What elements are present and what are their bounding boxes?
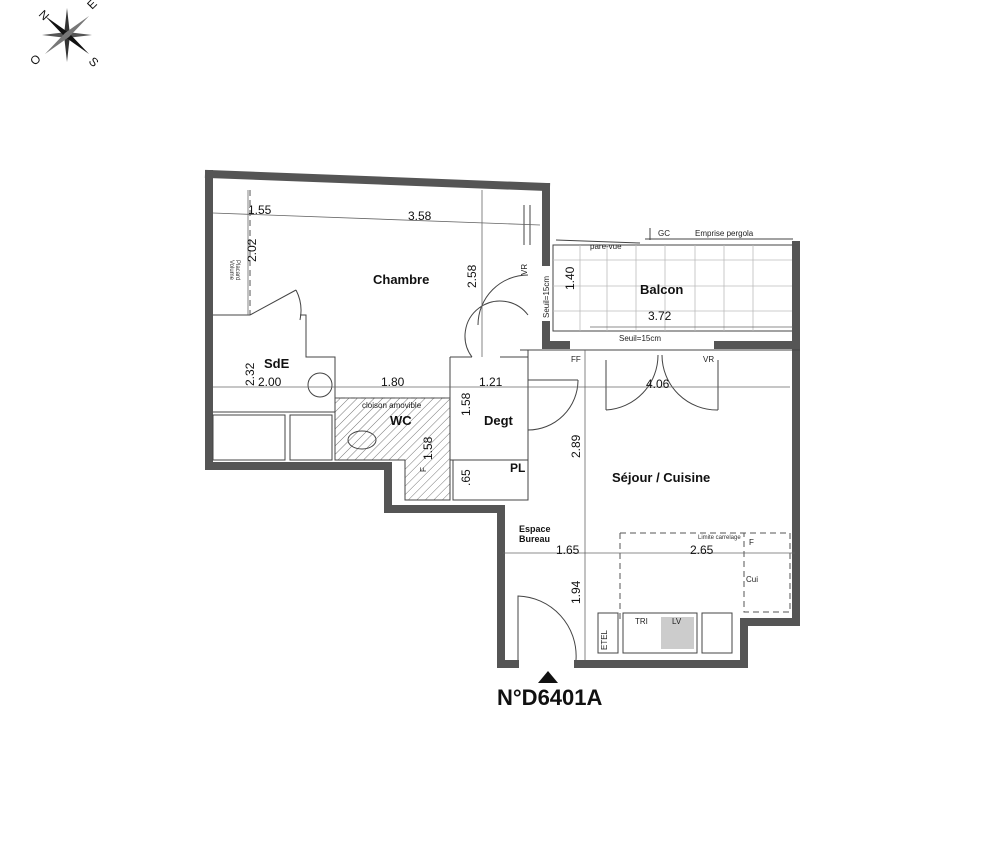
compass-o: O bbox=[27, 52, 44, 69]
lot-number: N°D6401A bbox=[497, 685, 603, 710]
dim-2-65: 2.65 bbox=[690, 543, 714, 557]
tri-label: TRI bbox=[635, 617, 648, 626]
etel-label: ETEL bbox=[600, 629, 609, 650]
espace-bureau-label-2: Bureau bbox=[519, 534, 550, 544]
entrance-arrow-icon bbox=[538, 671, 558, 683]
balcony-tiles bbox=[552, 228, 794, 332]
fridge-label: F bbox=[749, 538, 754, 547]
volume-placard-2: Placard bbox=[234, 260, 240, 280]
compass-s: S bbox=[86, 54, 102, 70]
dimension-lines bbox=[212, 190, 795, 660]
compass-rose-icon: N E O S bbox=[27, 0, 101, 70]
seuil-balcon: Seuil=15cm bbox=[619, 334, 661, 343]
emprise-pergola: Emprise pergola bbox=[695, 229, 754, 238]
dim-1-65: 1.65 bbox=[556, 543, 580, 557]
dim-1-40: 1.40 bbox=[563, 266, 577, 290]
seuil-chambre: Seuil=15cm bbox=[542, 276, 551, 318]
room-pl: PL bbox=[510, 461, 525, 475]
dim-2-58: 2.58 bbox=[465, 264, 479, 288]
vr-sejour: VR bbox=[703, 355, 714, 364]
volume-placard-1: Volume bbox=[228, 260, 234, 281]
vr-chambre: VR bbox=[520, 264, 529, 275]
espace-bureau-label-1: Espace bbox=[519, 524, 551, 534]
dim-1-80: 1.80 bbox=[381, 375, 405, 389]
partitions bbox=[212, 190, 800, 661]
pare-vue: pare-vue bbox=[590, 242, 622, 251]
dim-1-58-degt: 1.58 bbox=[459, 392, 473, 416]
dim-4-06: 4.06 bbox=[646, 377, 670, 391]
compass-e: E bbox=[84, 0, 100, 12]
walls bbox=[204, 169, 800, 668]
dim-3-72: 3.72 bbox=[648, 309, 672, 323]
dim-2-02: 2.02 bbox=[245, 238, 259, 262]
cuisson-label: Cui bbox=[746, 575, 758, 584]
room-balcon: Balcon bbox=[640, 282, 683, 297]
room-sde: SdE bbox=[264, 356, 290, 371]
dim-2-89: 2.89 bbox=[569, 434, 583, 458]
room-wc: WC bbox=[390, 413, 412, 428]
limite-carrelage: Limite carrelage bbox=[698, 535, 741, 541]
room-degt: Degt bbox=[484, 413, 514, 428]
cloison-amovible: cloison amovible bbox=[362, 401, 422, 410]
room-sejour-cuisine: Séjour / Cuisine bbox=[612, 470, 710, 485]
compass-n: N bbox=[36, 7, 52, 23]
dim-1-55: 1.55 bbox=[248, 203, 272, 217]
room-chambre: Chambre bbox=[373, 272, 429, 287]
dim-3-58: 3.58 bbox=[408, 209, 432, 223]
dim-2-32: 2.32 bbox=[243, 362, 257, 386]
gc-label: GC bbox=[658, 229, 670, 238]
dim-1-58-wc: 1.58 bbox=[421, 436, 435, 460]
dim-1-94: 1.94 bbox=[569, 580, 583, 604]
dim-0-65: .65 bbox=[459, 469, 473, 486]
ff-label: FF bbox=[571, 355, 581, 364]
dim-2-00: 2.00 bbox=[258, 375, 282, 389]
lv-label: LV bbox=[672, 617, 682, 626]
dim-1-21: 1.21 bbox=[479, 375, 503, 389]
wc-f-label: F bbox=[419, 467, 428, 472]
